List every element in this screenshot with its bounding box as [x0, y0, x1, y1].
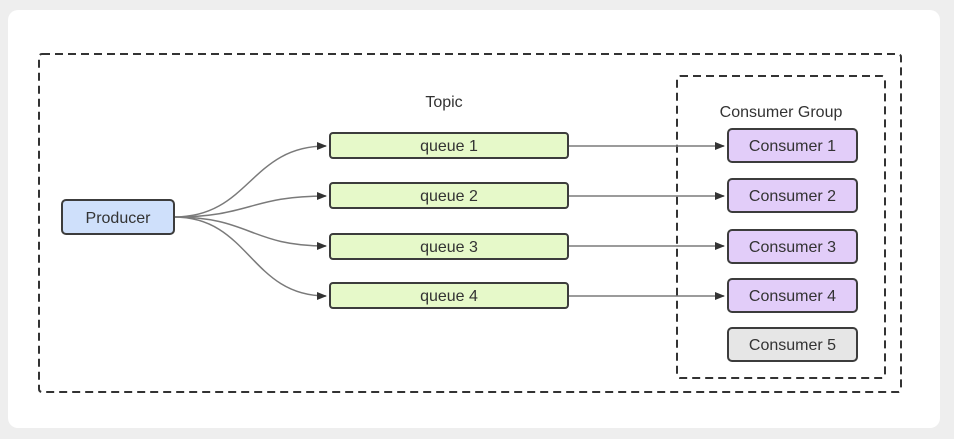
edge-producer-queue-2 — [173, 192, 327, 218]
queue-label: queue 1 — [420, 138, 478, 155]
queue-label: queue 4 — [420, 288, 478, 305]
consumer-label: Consumer 4 — [749, 288, 836, 305]
topic-boundary — [38, 53, 902, 393]
queue-label: queue 3 — [420, 239, 478, 256]
consumer-group-label: Consumer Group — [720, 104, 843, 121]
consumer-node-2[interactable]: Consumer 2 — [727, 178, 858, 213]
producer-label: Producer — [86, 210, 152, 227]
queue-node-3[interactable]: queue 3 — [329, 233, 569, 260]
queue-node-2[interactable]: queue 2 — [329, 182, 569, 209]
queue-node-1[interactable]: queue 1 — [329, 132, 569, 159]
edge-producer-queue-4 — [173, 216, 327, 300]
consumer-label: Consumer 3 — [749, 239, 836, 256]
consumer-label: Consumer 5 — [749, 337, 836, 354]
queue-label: queue 2 — [420, 188, 478, 205]
consumer-group-boundary — [676, 75, 886, 379]
consumer-node-1[interactable]: Consumer 1 — [727, 128, 858, 163]
consumer-label: Consumer 1 — [749, 138, 836, 155]
consumer-node-3[interactable]: Consumer 3 — [727, 229, 858, 264]
producer-node[interactable]: Producer — [61, 199, 175, 235]
edge-producer-queue-1 — [173, 142, 327, 218]
queue-node-4[interactable]: queue 4 — [329, 282, 569, 309]
consumer-label: Consumer 2 — [749, 188, 836, 205]
consumer-node-4[interactable]: Consumer 4 — [727, 278, 858, 313]
consumer-node-5[interactable]: Consumer 5 — [727, 327, 858, 362]
topic-label: Topic — [425, 94, 462, 111]
edge-producer-queue-3 — [173, 216, 327, 250]
